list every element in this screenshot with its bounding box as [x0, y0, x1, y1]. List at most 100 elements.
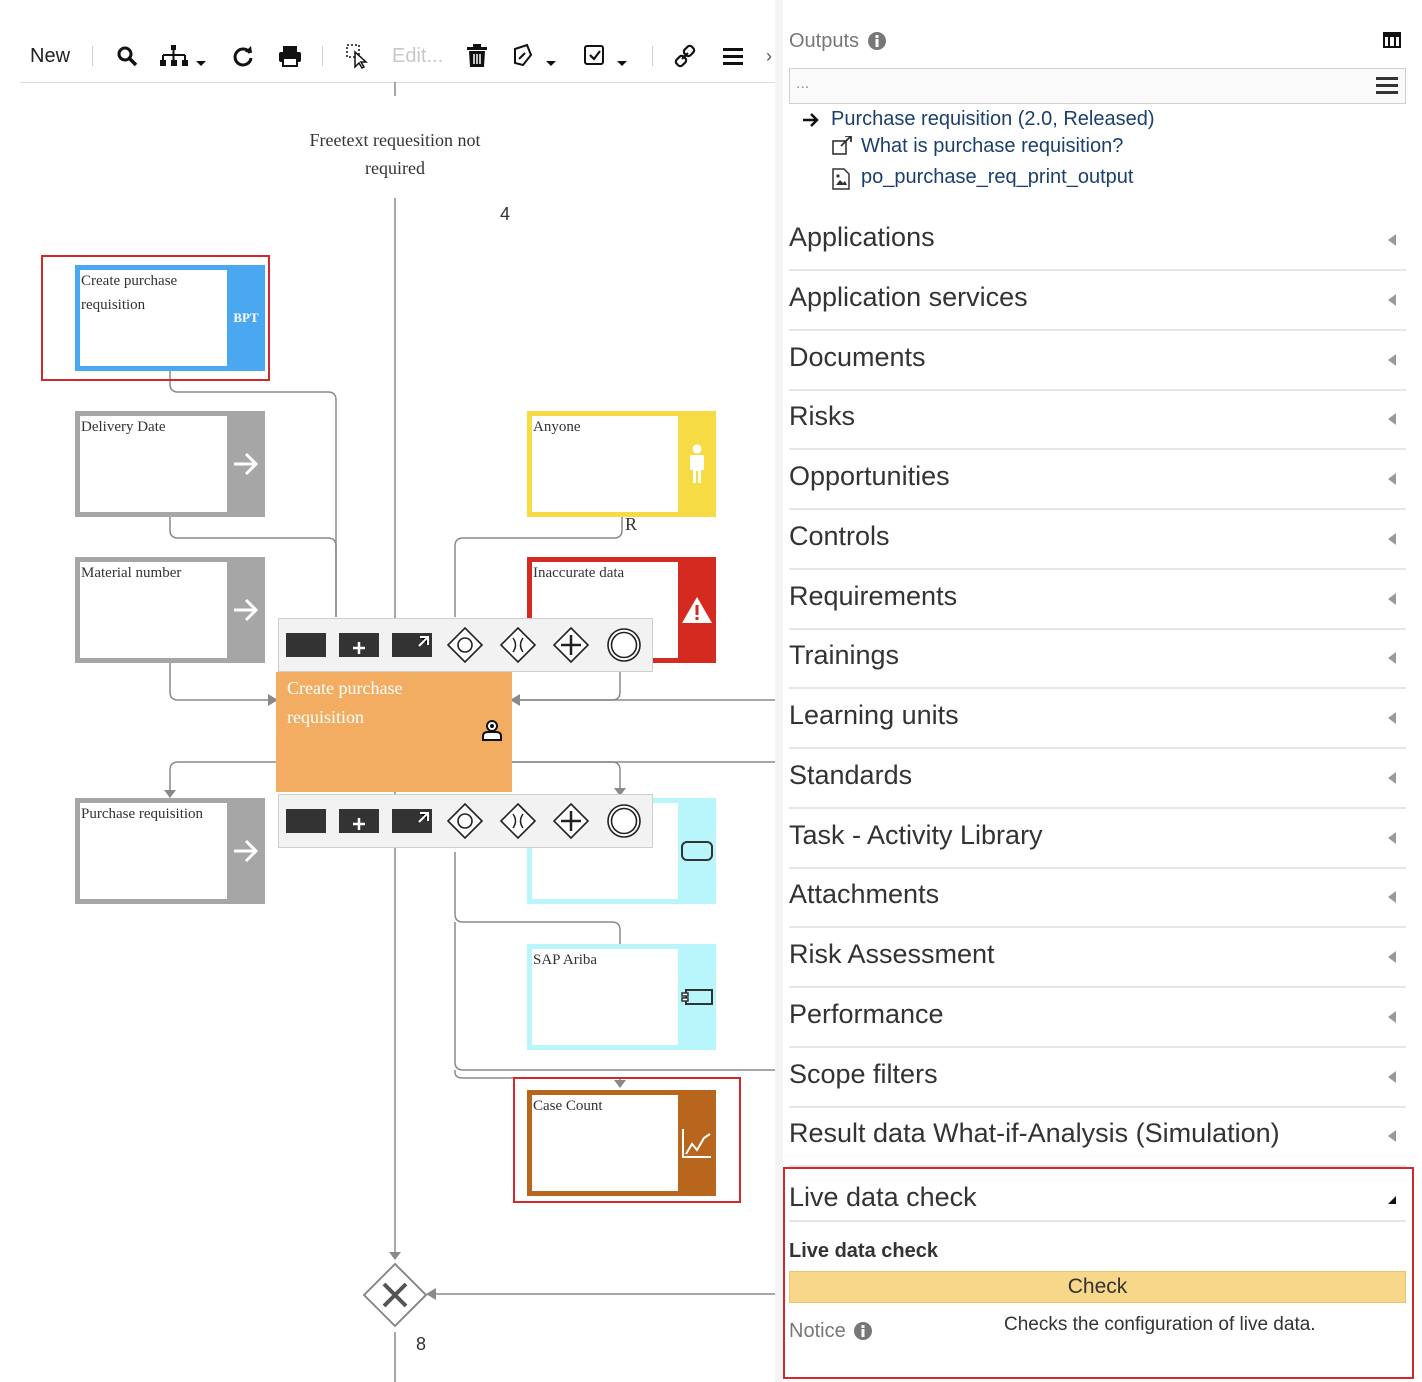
hierarchy-icon[interactable] [157, 42, 211, 70]
select-icon[interactable] [342, 42, 372, 70]
section-risks[interactable]: Risks [789, 391, 1406, 450]
diagram-canvas[interactable]: Freetext requesition not required 4 R Cr… [0, 82, 775, 1382]
collapse-chevron-icon[interactable]: › [766, 45, 772, 66]
subprocess-shape-icon[interactable] [339, 627, 379, 663]
call-activity-shape-icon[interactable] [392, 627, 432, 663]
section-divider [789, 1220, 1406, 1222]
section-title: Documents [789, 342, 926, 372]
task-shape-icon[interactable] [286, 627, 326, 663]
exclusive-gateway-icon[interactable] [498, 626, 538, 664]
parallel-gateway-icon[interactable] [551, 626, 591, 664]
section-scope-filters[interactable]: Scope filters [789, 1049, 1406, 1108]
collapse-triangle-icon[interactable] [1388, 234, 1396, 246]
collapse-triangle-icon[interactable] [1388, 712, 1396, 724]
section-title: Standards [789, 760, 913, 790]
collapse-triangle-icon[interactable] [1388, 951, 1396, 963]
flow-number: 8 [416, 1334, 427, 1354]
section-applications[interactable]: Applications [789, 212, 1406, 271]
check-button[interactable]: Check [789, 1271, 1406, 1303]
role-object[interactable]: Anyone [527, 411, 716, 517]
section-title: Controls [789, 521, 890, 551]
collapse-triangle-icon[interactable] [1388, 533, 1396, 545]
panel-divider[interactable] [775, 0, 783, 1382]
menu-icon[interactable] [718, 42, 748, 70]
collapse-triangle-icon[interactable] [1388, 832, 1396, 844]
collapse-triangle-icon[interactable] [1388, 593, 1396, 605]
collapse-triangle-icon[interactable] [1388, 1130, 1396, 1142]
highlight-box [513, 1077, 741, 1203]
highlight-box [783, 1167, 1414, 1379]
tree-document-item[interactable]: po_purchase_req_print_output [861, 166, 1134, 188]
trash-icon[interactable] [462, 42, 492, 70]
collapse-triangle-icon[interactable] [1388, 1011, 1396, 1023]
arrow-right-icon[interactable] [801, 112, 821, 133]
collapse-triangle-icon[interactable] [1388, 891, 1396, 903]
new-button[interactable]: New [30, 44, 71, 67]
section-title: Task - Activity Library [789, 820, 1043, 850]
section-opportunities[interactable]: Opportunities [789, 451, 1406, 510]
print-icon[interactable] [275, 42, 305, 70]
section-standards[interactable]: Standards [789, 750, 1406, 809]
section-learning-units[interactable]: Learning units [789, 690, 1406, 749]
live-data-check-header[interactable]: Live data check [789, 1182, 977, 1212]
application-object[interactable]: SAP Ariba [527, 944, 716, 1050]
link-icon[interactable] [670, 42, 700, 70]
exclusive-gateway-icon[interactable] [498, 802, 538, 840]
subprocess-shape-icon[interactable] [339, 803, 379, 839]
object-label: Material number [81, 565, 182, 581]
section-attachments[interactable]: Attachments [789, 869, 1406, 928]
call-activity-shape-icon[interactable] [392, 803, 432, 839]
collapse-triangle-icon[interactable] [1388, 413, 1396, 425]
quick-insert-bar [278, 794, 653, 848]
panel-layout-icon[interactable] [1383, 32, 1401, 53]
filter-placeholder: ... [796, 75, 810, 92]
section-documents[interactable]: Documents [789, 332, 1406, 391]
section-performance[interactable]: Performance [789, 989, 1406, 1048]
task-shape-icon[interactable] [286, 803, 326, 839]
toolbar-separator [322, 46, 323, 66]
collapse-triangle-icon[interactable] [1388, 473, 1396, 485]
expanded-triangle-icon[interactable] [1388, 1196, 1396, 1204]
section-risk-assessment[interactable]: Risk Assessment [789, 929, 1406, 988]
tree-link-item[interactable]: What is purchase requisition? [861, 135, 1124, 157]
search-icon[interactable] [112, 42, 142, 70]
section-task-activity-library[interactable]: Task - Activity Library [789, 810, 1406, 869]
section-requirements[interactable]: Requirements [789, 571, 1406, 630]
collapse-triangle-icon[interactable] [1388, 772, 1396, 784]
user-task-icon [480, 718, 504, 747]
menu-icon[interactable] [1375, 75, 1399, 102]
collapse-triangle-icon[interactable] [1388, 1071, 1396, 1083]
function-object[interactable]: Create purchase requisition [276, 672, 512, 792]
input-object[interactable]: Delivery Date [75, 411, 265, 517]
export-icon[interactable] [580, 42, 634, 70]
event-gateway-icon[interactable] [445, 802, 485, 840]
section-result-data-what-if-analysis-simulation[interactable]: Result data What-if-Analysis (Simulation… [789, 1108, 1406, 1167]
refresh-icon[interactable] [228, 42, 258, 70]
kpi-object[interactable]: Case Count [527, 1090, 716, 1196]
arrow-right-icon [227, 798, 265, 904]
arrow-right-icon [227, 411, 265, 517]
section-controls[interactable]: Controls [789, 511, 1406, 570]
format-icon[interactable] [510, 42, 562, 70]
collapse-triangle-icon[interactable] [1388, 354, 1396, 366]
section-trainings[interactable]: Trainings [789, 630, 1406, 689]
info-icon[interactable] [867, 31, 887, 56]
end-event-icon[interactable] [604, 803, 644, 839]
bpt-object[interactable]: Create purchase requisition BPT [75, 265, 265, 371]
event-gateway-icon[interactable] [445, 626, 485, 664]
end-event-icon[interactable] [604, 627, 644, 663]
parallel-gateway-icon[interactable] [551, 802, 591, 840]
section-application-services[interactable]: Application services [789, 272, 1406, 331]
filter-field[interactable]: ... [789, 68, 1406, 104]
section-title: Application services [789, 282, 1028, 312]
output-object[interactable]: Purchase requisition [75, 798, 265, 904]
info-icon[interactable] [853, 1321, 873, 1346]
object-label: Anyone [533, 419, 581, 435]
edit-button[interactable]: Edit... [392, 44, 444, 67]
collapse-triangle-icon[interactable] [1388, 294, 1396, 306]
tree-root-link[interactable]: Purchase requisition (2.0, Released) [831, 108, 1155, 130]
xor-gateway[interactable] [362, 1262, 428, 1333]
collapse-triangle-icon[interactable] [1388, 652, 1396, 664]
screen-icon [678, 798, 716, 904]
input-object[interactable]: Material number [75, 557, 265, 663]
